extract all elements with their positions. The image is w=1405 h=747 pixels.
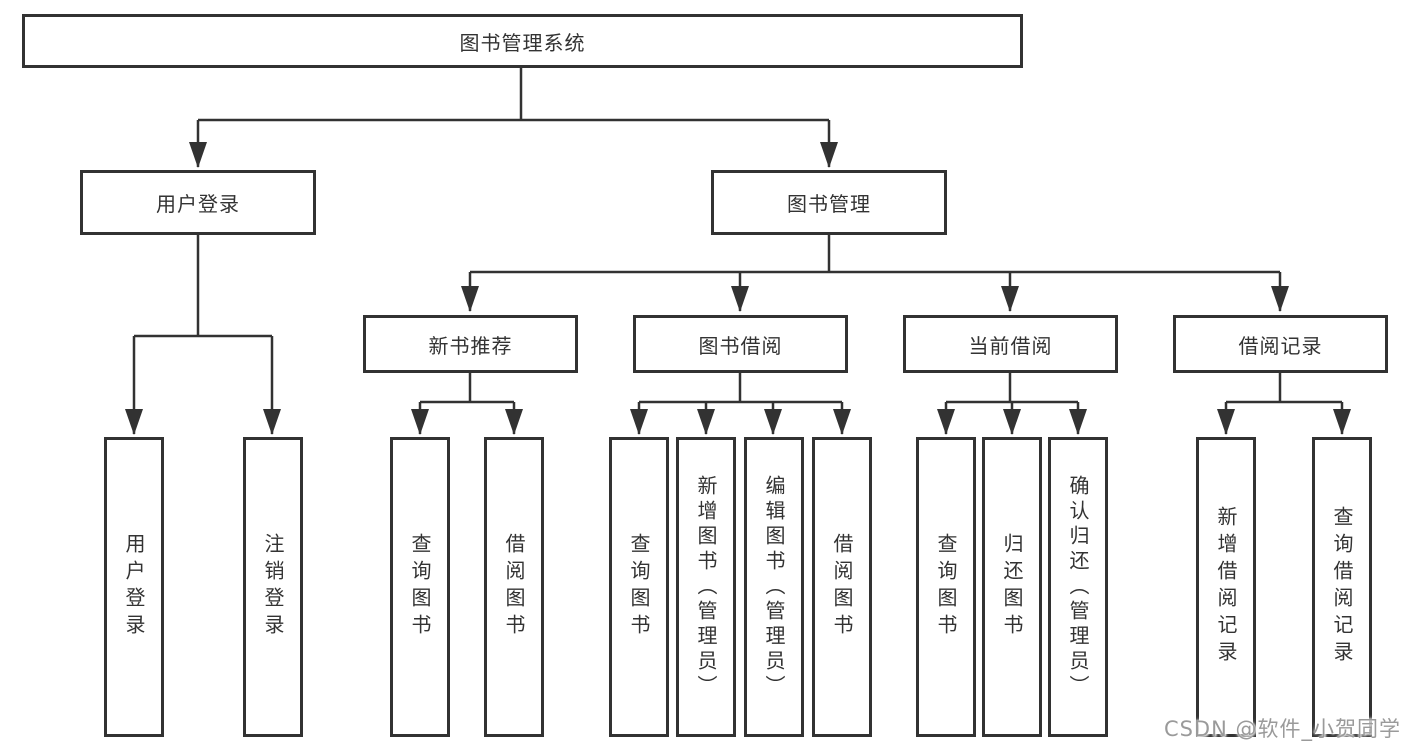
leaf-logout: 注销登录 (243, 437, 303, 737)
leaf-query-books-borrowing-label: 查询图书 (627, 533, 651, 641)
node-current-borrowing: 当前借阅 (903, 315, 1118, 373)
leaf-add-borrow-record-label: 新增借阅记录 (1214, 506, 1238, 668)
leaf-add-book-admin-label: 新增图书（管理员） (694, 474, 718, 700)
leaf-return-books-label: 归还图书 (1000, 533, 1024, 641)
leaf-add-borrow-record: 新增借阅记录 (1196, 437, 1256, 737)
leaf-confirm-return-admin-label: 确认归还（管理员） (1066, 474, 1090, 700)
leaf-query-books-borrowing: 查询图书 (609, 437, 669, 737)
node-root: 图书管理系统 (22, 14, 1023, 68)
leaf-user-login-label: 用户登录 (122, 533, 146, 641)
leaf-borrow-books-recommend: 借阅图书 (484, 437, 544, 737)
leaf-query-books-current: 查询图书 (916, 437, 976, 737)
leaf-query-books-current-label: 查询图书 (934, 533, 958, 641)
csdn-watermark: CSDN @软件_小贺同学 (1163, 717, 1401, 741)
leaf-edit-book-admin-label: 编辑图书（管理员） (762, 474, 786, 700)
leaf-borrow-books-borrowing-label: 借阅图书 (830, 533, 854, 641)
node-borrow-records: 借阅记录 (1173, 315, 1388, 373)
leaf-query-books-recommend-label: 查询图书 (408, 533, 432, 641)
connector-arrows (125, 120, 1351, 435)
leaf-logout-label: 注销登录 (261, 533, 285, 641)
node-book-management: 图书管理 (711, 170, 947, 235)
node-new-book-recommend: 新书推荐 (363, 315, 578, 373)
leaf-borrow-books-borrowing: 借阅图书 (812, 437, 872, 737)
leaf-query-books-recommend: 查询图书 (390, 437, 450, 737)
leaf-query-borrow-record: 查询借阅记录 (1312, 437, 1372, 737)
leaf-edit-book-admin: 编辑图书（管理员） (744, 437, 804, 737)
leaf-borrow-books-recommend-label: 借阅图书 (502, 533, 526, 641)
leaf-query-borrow-record-label: 查询借阅记录 (1330, 506, 1354, 668)
leaf-add-book-admin: 新增图书（管理员） (676, 437, 736, 737)
node-user-login: 用户登录 (80, 170, 316, 235)
node-book-borrowing: 图书借阅 (633, 315, 848, 373)
leaf-return-books: 归还图书 (982, 437, 1042, 737)
leaf-confirm-return-admin: 确认归还（管理员） (1048, 437, 1108, 737)
leaf-user-login: 用户登录 (104, 437, 164, 737)
